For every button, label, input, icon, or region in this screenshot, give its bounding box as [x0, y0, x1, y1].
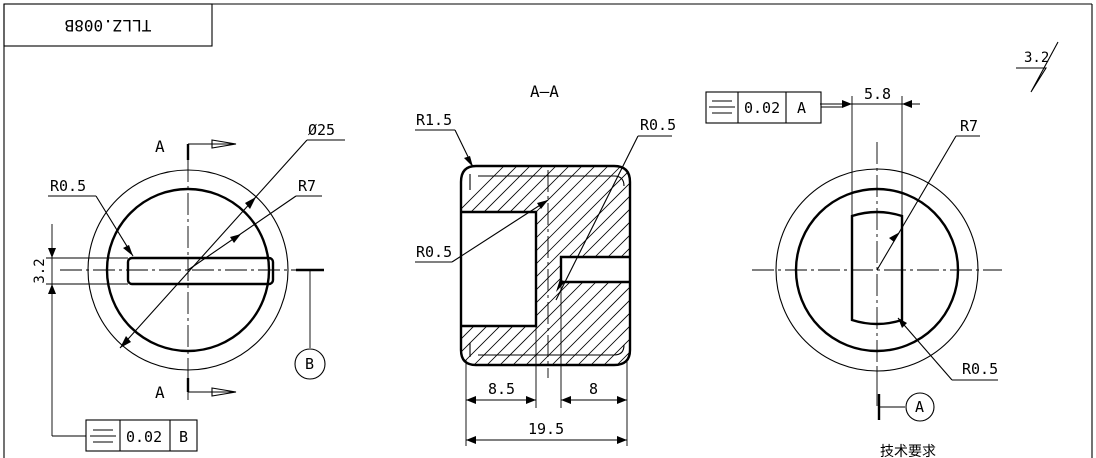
diameter-label: Ø25	[308, 121, 335, 139]
section-view: A—A R1.5 R0.5 R0.5	[415, 82, 1017, 446]
right-view: 5.8 R7 R0.5 A	[752, 85, 1002, 422]
hatch-line	[546, 166, 630, 365]
hatch-line	[559, 166, 630, 365]
dim-right: 8	[589, 380, 598, 398]
fcf-right-tolerance: 0.02	[744, 99, 780, 117]
fcf-right: 0.02 A	[705, 91, 842, 124]
hatch-line	[572, 166, 630, 365]
dim-total: 19.5	[528, 420, 564, 438]
symmetry-icon	[709, 100, 735, 114]
hatch-line	[461, 166, 524, 365]
fcf-left-tolerance: 0.02	[126, 428, 162, 446]
dim-left: 8.5	[488, 380, 515, 398]
drawing-number: TLLZ.008B	[65, 16, 152, 35]
fcf-right-datum: A	[797, 99, 806, 117]
hatch-line	[781, 160, 991, 370]
section-hatching	[461, 160, 1017, 370]
right-slot-width-label: 5.8	[864, 85, 891, 103]
hatch-line	[664, 160, 874, 370]
section-title: A—A	[530, 82, 559, 101]
hatch-line	[461, 166, 511, 365]
datum-b-label: B	[305, 355, 314, 373]
datum-a-bubble	[905, 392, 935, 422]
hatch-line	[611, 166, 630, 365]
hatch-line	[651, 160, 861, 370]
section-mark-top: A	[155, 137, 165, 156]
hatch-line	[461, 166, 563, 365]
slot-radius-label: R0.5	[50, 177, 86, 195]
inner-radius-top-label: R0.5	[640, 116, 676, 134]
datum-a-label: A	[915, 398, 924, 416]
inner-radius-left-label: R0.5	[416, 243, 452, 261]
bore-radius-label: R7	[298, 177, 316, 195]
left-view: A A Ø25 R7 R0.5 3.2 B	[32, 121, 345, 437]
hatch-line	[533, 166, 630, 365]
notes-heading: 技术要求	[880, 444, 936, 458]
hatch-line	[461, 166, 550, 365]
slot-width-label: 3.2	[32, 258, 48, 283]
right-bore-radius-label: R7	[960, 117, 978, 135]
fcf-left-datum: B	[179, 428, 188, 446]
hatch-line	[807, 160, 1017, 370]
fcf-left: 0.02 B	[85, 419, 198, 452]
hatch-line	[461, 166, 537, 365]
section-mark-bottom: A	[155, 383, 165, 402]
hatch-line	[638, 160, 848, 370]
hatch-line	[703, 160, 913, 370]
datum-b-bubble	[294, 348, 326, 380]
outer-radius-label: R1.5	[416, 111, 452, 129]
hatch-line	[585, 166, 630, 365]
hatch-line	[768, 160, 978, 370]
surface-finish-value: 3.2	[1024, 50, 1049, 66]
right-fillet-radius-label: R0.5	[962, 360, 998, 378]
title-block: TLLZ.008B	[3, 3, 213, 47]
surface-finish-symbol: 3.2	[1016, 41, 1059, 93]
symmetry-icon	[90, 429, 116, 443]
